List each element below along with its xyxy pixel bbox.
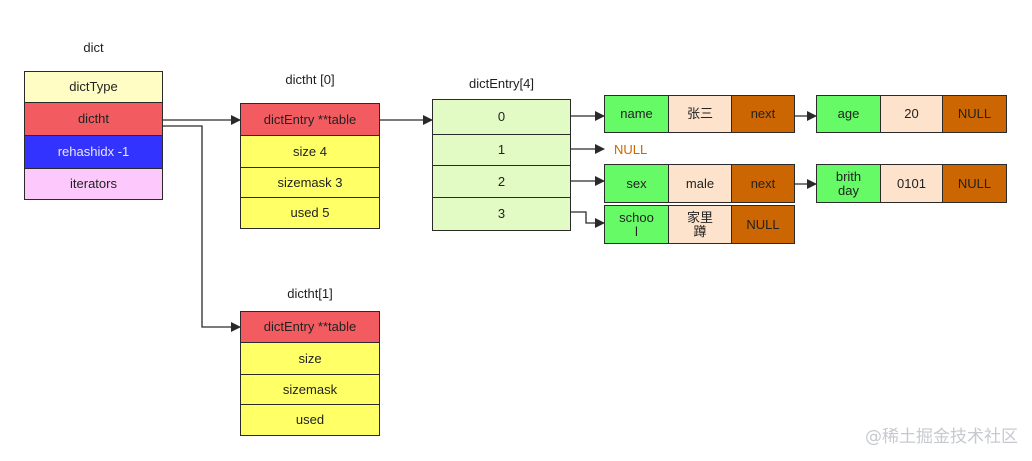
dictht1-field-used: used	[240, 404, 380, 436]
dictht0-field-used: used 5	[240, 197, 380, 229]
node-school-value: 家里 蹲	[668, 205, 732, 244]
node-birthday-key: brith day	[816, 164, 881, 203]
dictentry-title: dictEntry[4]	[468, 76, 535, 91]
slot1-null-label: NULL	[614, 142, 648, 157]
dict-field-iterators: iterators	[24, 168, 163, 200]
node-sex-value: male	[668, 164, 732, 203]
dictht1-field-sizemask: sizemask	[240, 374, 380, 405]
dict-field-rehashidx: rehashidx -1	[24, 135, 163, 169]
dictentry-slot-0: 0	[432, 99, 571, 135]
dictht0-field-table: dictEntry **table	[240, 103, 380, 136]
dictht1-title: dictht[1]	[287, 286, 333, 301]
node-birthday-value: 0101	[880, 164, 943, 203]
node-age-key: age	[816, 95, 881, 133]
dict-field-dictht: dictht	[24, 102, 163, 136]
dict-field-dicttype: dictType	[24, 71, 163, 103]
dictht0-title: dictht [0]	[285, 72, 335, 87]
dictentry-slot-2: 2	[432, 165, 571, 198]
dictentry-slot-1: 1	[432, 134, 571, 166]
dictentry-slot-3: 3	[432, 197, 571, 231]
node-age-next: NULL	[942, 95, 1007, 133]
dictht1-field-table: dictEntry **table	[240, 311, 380, 343]
node-name-value: 张三	[668, 95, 732, 133]
dict-title: dict	[83, 40, 104, 55]
dictht0-field-sizemask: sizemask 3	[240, 167, 380, 198]
node-sex-next: next	[731, 164, 795, 203]
node-age-value: 20	[880, 95, 943, 133]
dictht1-field-size: size	[240, 342, 380, 375]
node-school-key: schoo l	[604, 205, 669, 244]
watermark: @稀土掘金技术社区	[865, 427, 1018, 447]
arrow-slot3-to-school	[570, 211, 605, 228]
arrow-dict-to-dictht1	[162, 125, 241, 332]
node-sex-key: sex	[604, 164, 669, 203]
node-birthday-next: NULL	[942, 164, 1007, 203]
node-school-next: NULL	[731, 205, 795, 244]
node-name-key: name	[604, 95, 669, 133]
dictht0-field-size: size 4	[240, 135, 380, 168]
node-name-next: next	[731, 95, 795, 133]
